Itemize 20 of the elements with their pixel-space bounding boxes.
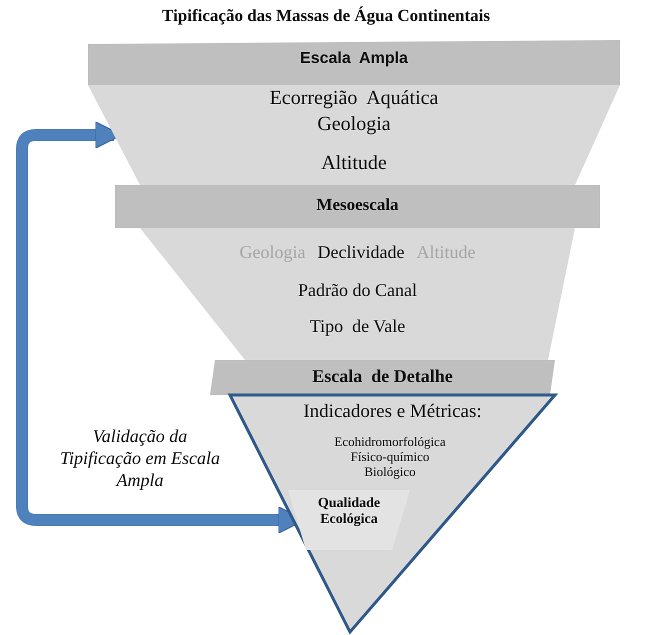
node-heading: Indicadores e Métricas: xyxy=(303,401,482,423)
scale-section xyxy=(140,228,575,360)
node-text: Declividade xyxy=(318,242,404,263)
scale-band xyxy=(210,360,555,395)
node-text: Ecorregião Aquática xyxy=(270,87,438,110)
scale-band xyxy=(88,40,620,85)
scale-band xyxy=(115,185,600,228)
node-text: Ecohidromorfológica Físico-químico Biológico xyxy=(333,435,447,480)
diagram-title: Tipificação das Massas de Água Continentais xyxy=(161,6,491,26)
node-text: Mesoescala xyxy=(316,195,399,215)
node-text: Tipo de Vale xyxy=(310,316,406,337)
node-text: Geologia xyxy=(317,113,391,136)
node-heading: Qualidade Ecológica xyxy=(316,496,382,528)
quality-box xyxy=(288,490,410,550)
scale-section xyxy=(88,85,620,185)
node-text: Altitude xyxy=(321,152,387,175)
node-text: Escala Ampla xyxy=(300,50,408,68)
node-text: Escala de Detalhe xyxy=(312,366,453,387)
annotation-text: Validação da Tipificação em Escala Ampla xyxy=(59,425,221,491)
node-text: Padrão do Canal xyxy=(298,280,417,301)
